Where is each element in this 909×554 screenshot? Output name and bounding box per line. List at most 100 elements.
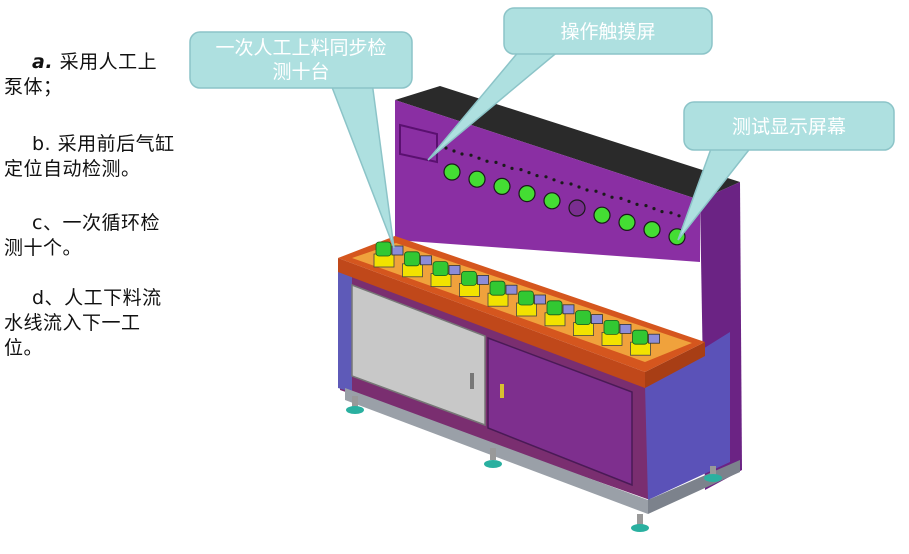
pump-body (632, 329, 648, 345)
step-c-marker: c、 (32, 212, 63, 234)
panel-hole (619, 196, 623, 200)
callout-touchscreen-label: 操作触摸屏 (560, 21, 655, 43)
panel-hole (585, 188, 589, 192)
test-indicator-light (443, 163, 461, 181)
base-rail-front (345, 388, 648, 514)
right-door (487, 336, 633, 487)
pump-body (575, 310, 591, 326)
cylinder-clamp (391, 245, 404, 256)
panel-hole (452, 149, 456, 153)
cylinder-clamp (420, 255, 432, 266)
cabinet (338, 265, 740, 514)
worktop-side-edge (645, 342, 705, 388)
foot (631, 514, 649, 532)
worktop (338, 236, 705, 388)
callout-loading-pointer (328, 81, 395, 249)
pump-body (518, 290, 534, 306)
pump-body (489, 280, 506, 296)
step-c: c、一次循环检测十个。 (4, 211, 176, 261)
worktop-front-edge (338, 258, 645, 388)
panel-hole (502, 163, 506, 167)
step-b-marker: b. (32, 133, 52, 155)
base-rail-side (648, 460, 740, 514)
test-station (573, 310, 603, 337)
cylinder-clamp (534, 294, 546, 305)
cylinder-clamp (591, 314, 603, 325)
step-b: b. 采用前后气缸定位自动检测。 (4, 132, 176, 182)
foot (346, 396, 364, 414)
step-a-text: 采用人工上泵体； (4, 51, 158, 98)
panel-hole (552, 178, 556, 182)
callout-touchscreen-box (503, 7, 713, 55)
panel-hole (627, 199, 631, 203)
panel-hole (644, 204, 648, 208)
callout-display-box (683, 101, 895, 151)
panel-hole (527, 171, 531, 175)
test-indicator-light (568, 199, 586, 217)
test-station (430, 261, 461, 288)
callout-display: 测试显示屏幕 (677, 101, 895, 241)
panel-hole (494, 160, 498, 164)
panel-hole (560, 181, 564, 185)
panel-hole (444, 146, 448, 150)
panel-hole (610, 195, 614, 199)
cylinder-clamp (505, 284, 518, 295)
panel-hole (510, 166, 514, 170)
panel-hole (485, 159, 489, 163)
panel-hole (669, 211, 673, 215)
test-station (630, 329, 660, 356)
panel-hole (460, 152, 464, 156)
left-door-handle (470, 373, 474, 389)
step-d: d、人工下料流水线流入下一工位。 (4, 286, 176, 361)
test-station (544, 300, 575, 327)
indicator-lights (443, 146, 689, 246)
test-station (601, 319, 632, 346)
panel-hole (635, 202, 639, 206)
foot (484, 448, 502, 468)
test-indicator-light (518, 185, 536, 203)
test-station (459, 270, 489, 297)
cylinder-clamp (648, 333, 660, 344)
callout-loading: 一次人工上料同步检 测十台 (189, 31, 413, 249)
left-door (351, 283, 486, 427)
test-indicator-light (543, 192, 561, 210)
callout-touchscreen: 操作触摸屏 (427, 7, 713, 161)
step-b-text: 采用前后气缸定位自动检测。 (4, 133, 175, 180)
panel-hole (577, 185, 581, 189)
panel-hole (594, 189, 598, 193)
panel-hole (677, 214, 681, 218)
test-station (402, 251, 432, 278)
panel-hole (477, 156, 481, 160)
panel-hole (535, 174, 539, 178)
pump-body (375, 241, 392, 257)
pump-body (461, 270, 477, 286)
step-d-text: 人工下料流水线流入下一工位。 (4, 287, 162, 359)
step-a-marker: a. (32, 51, 54, 73)
test-indicator-light (593, 206, 611, 224)
callout-display-label: 测试显示屏幕 (732, 116, 846, 138)
callout-loading-box (189, 31, 413, 89)
pump-body (546, 300, 563, 316)
touchscreen-frame (399, 123, 438, 164)
panel-hole (544, 175, 548, 179)
test-indicator-light (643, 221, 661, 239)
test-indicator-light (618, 213, 636, 231)
step-d-marker: d、 (32, 287, 65, 309)
test-station (487, 280, 518, 307)
cylinder-clamp (619, 323, 632, 334)
test-station (516, 290, 546, 317)
panel-hole (469, 153, 473, 157)
test-station (373, 241, 404, 268)
callout-loading-line2: 测十台 (272, 61, 329, 83)
step-c-text: 一次循环检测十个。 (4, 212, 160, 259)
test-stations (373, 241, 660, 356)
leveling-feet (346, 396, 722, 532)
step-a: a. 采用人工上泵体； (4, 50, 176, 100)
cylinder-clamp (477, 274, 489, 285)
pump-body (432, 261, 449, 277)
pump-body (603, 319, 620, 335)
cylinder-clamp (448, 265, 461, 276)
test-indicator-light (493, 177, 511, 195)
panel-hole (660, 210, 664, 214)
